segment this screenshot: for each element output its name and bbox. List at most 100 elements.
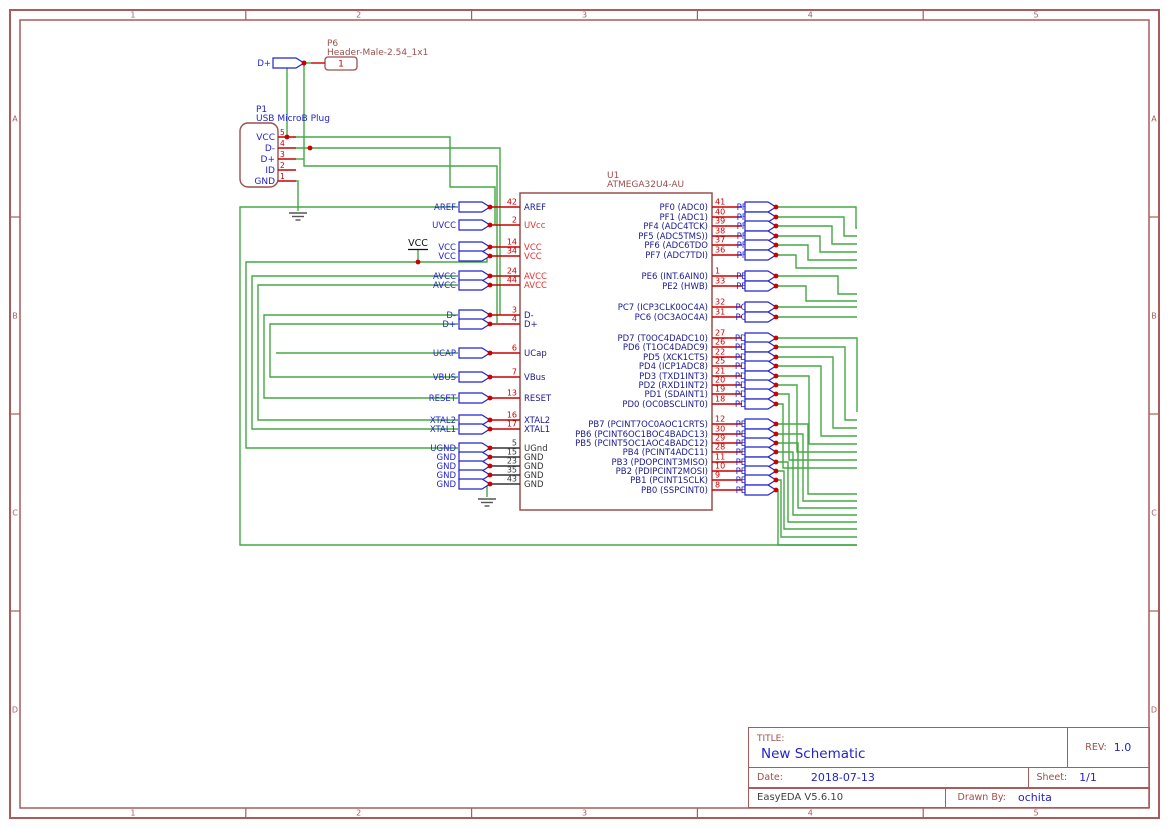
net-label-PB1[interactable]: PB1 — [736, 474, 779, 486]
net-label-PD4[interactable]: PD4 — [735, 360, 779, 372]
net-label-PB3[interactable]: PB3 — [736, 456, 779, 468]
net-label-AVCC[interactable]: AVCC — [433, 279, 493, 291]
net-label-D+[interactable]: D+ — [442, 318, 493, 330]
net-label-PF4[interactable]: PF4 — [737, 220, 779, 232]
net-label-UCAP[interactable]: UCAP — [433, 347, 493, 359]
net-label-PB4[interactable]: PB4 — [736, 446, 779, 458]
ground-symbols[interactable] — [289, 212, 496, 507]
net-label-PE6[interactable]: PE6 — [736, 270, 779, 282]
net-label-PB2[interactable]: PB2 — [736, 465, 779, 477]
rev-value[interactable]: 1.0 — [1113, 741, 1132, 754]
net-label-PF1[interactable]: PF1 — [737, 211, 779, 223]
net-label-PF0[interactable]: PF0 — [737, 201, 779, 213]
svg-text:UGND: UGND — [430, 444, 456, 454]
svg-text:42: 42 — [507, 198, 517, 207]
net-label-PD1[interactable]: PD1 — [735, 388, 779, 400]
sheet-value[interactable]: 1/1 — [1079, 771, 1097, 784]
net-label-VCC[interactable]: VCC — [438, 250, 493, 262]
svg-text:2: 2 — [280, 161, 285, 170]
net-label-PB7[interactable]: PB7 — [736, 418, 779, 430]
net-label-PD7[interactable]: PD7 — [735, 332, 779, 344]
net-label-AVCC[interactable]: AVCC — [433, 270, 493, 282]
net-label-PF6[interactable]: PF6 — [737, 239, 779, 251]
net-label-PF7[interactable]: PF7 — [737, 249, 779, 261]
title-value[interactable]: New Schematic — [761, 745, 866, 762]
net-label-dplus-p6[interactable]: D+ — [257, 57, 307, 69]
net-label-GND[interactable]: GND — [437, 451, 493, 463]
net-label-UVCC[interactable]: UVCC — [432, 219, 493, 231]
net-label-XTAL2[interactable]: XTAL2 — [430, 414, 493, 426]
net-label-PC6[interactable]: PC6 — [736, 311, 779, 323]
net-label-PE2[interactable]: PE2 — [736, 280, 779, 292]
drawn-by-value[interactable]: ochita — [1018, 791, 1052, 804]
net-label-GND[interactable]: GND — [437, 478, 493, 490]
power-flag-vcc[interactable]: VCC — [408, 238, 428, 251]
wires[interactable] — [239, 60, 858, 546]
net-label-XTAL1[interactable]: XTAL1 — [430, 423, 493, 435]
date-label: Date: — [757, 772, 783, 783]
net-label-PB0[interactable]: PB0 — [736, 484, 779, 496]
u1-pin-left-D--3[interactable]: 3D- — [490, 306, 534, 322]
u1-pin-left-D+-4[interactable]: 4D+ — [490, 315, 538, 331]
net-label-PC7[interactable]: PC7 — [736, 301, 779, 313]
svg-text:VCC: VCC — [524, 243, 542, 253]
svg-text:D+: D+ — [524, 320, 538, 330]
date-value[interactable]: 2018-07-13 — [810, 771, 875, 784]
net-label-GND[interactable]: GND — [437, 469, 493, 481]
sheet-label: Sheet: — [1036, 772, 1068, 783]
svg-text:GND: GND — [524, 453, 544, 463]
net-label-PD0[interactable]: PD0 — [735, 398, 779, 410]
net-label-RESET[interactable]: RESET — [429, 392, 493, 404]
net-label-PD6[interactable]: PD6 — [735, 341, 779, 353]
net-label-AREF[interactable]: AREF — [434, 201, 493, 213]
net-label-VBUS[interactable]: VBUS — [433, 371, 493, 383]
drawn-by-cell: Drawn By: ochita — [944, 787, 1150, 808]
